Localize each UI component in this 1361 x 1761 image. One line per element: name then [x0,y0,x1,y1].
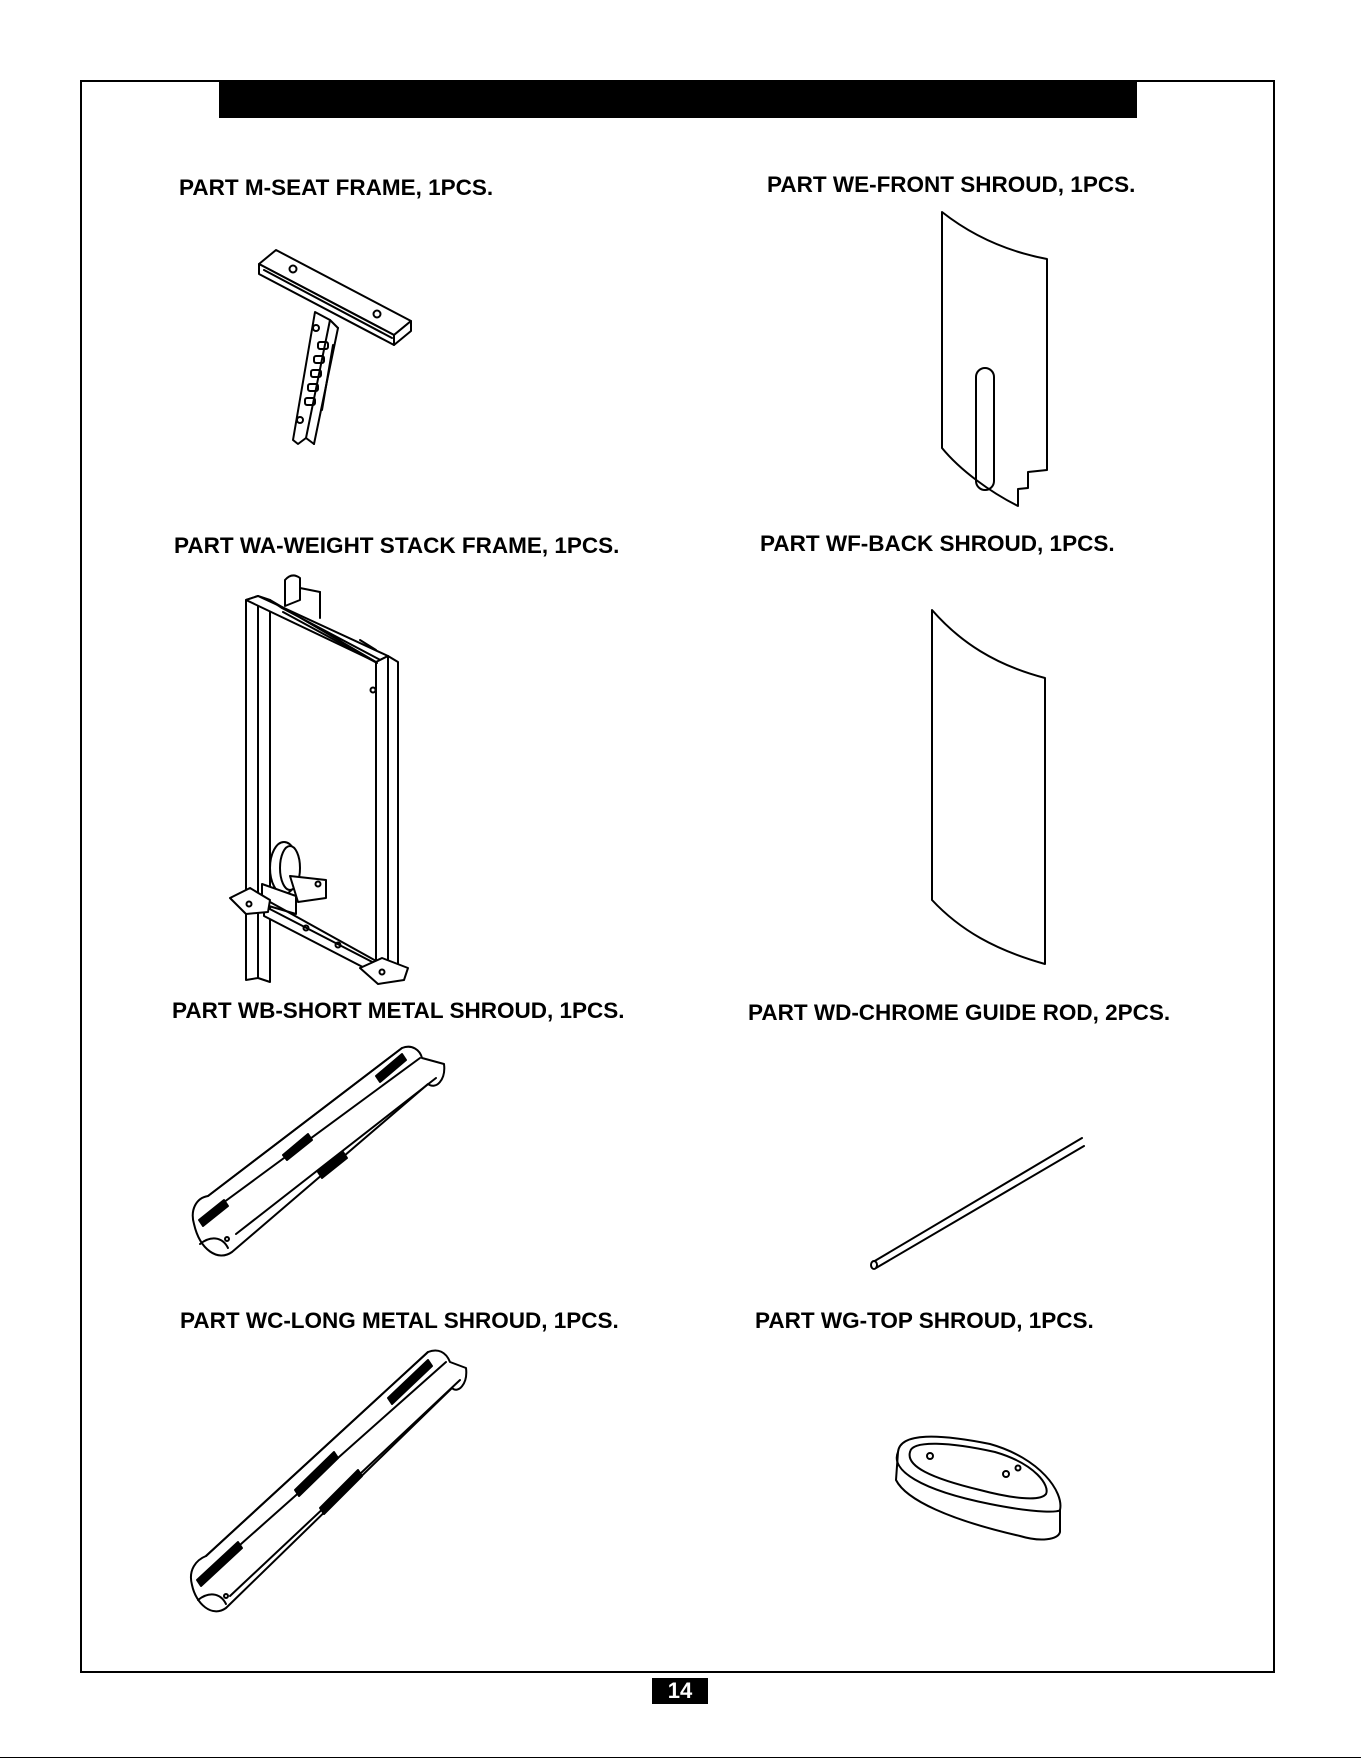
weight-stack-frame-icon [230,575,408,984]
bottom-rule [0,1757,1361,1758]
top-shroud-icon [896,1437,1060,1540]
chrome-guide-rod-icon [871,1138,1084,1269]
seat-frame-icon [259,250,411,444]
front-shroud-icon [942,212,1047,506]
page-number: 14 [652,1678,708,1704]
long-metal-shroud-icon [191,1350,466,1611]
short-metal-shroud-icon [193,1047,444,1256]
back-shroud-icon [932,610,1045,964]
